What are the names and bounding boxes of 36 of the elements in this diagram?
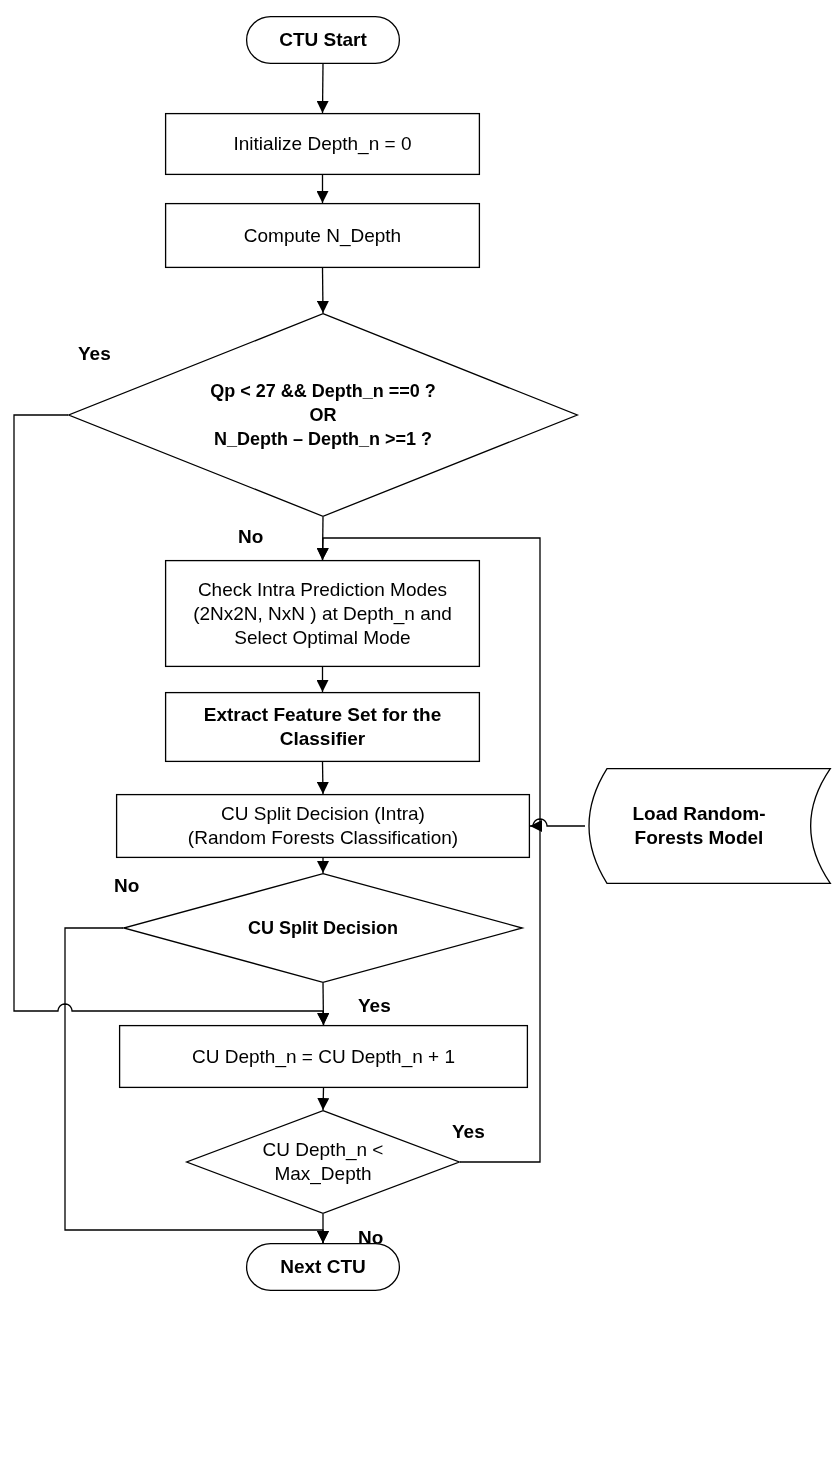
node-text: Check Intra Prediction Modes (2Nx2N, NxN ) at Depth_n and Select Optimal Mode [192,577,453,650]
process-box [165,203,480,268]
arrow [316,174,329,204]
node-text: Compute N_Depth [243,223,402,248]
node-text: Initialize Depth_n = 0 [233,132,412,156]
node-text: CU Split Decision (Intra) [221,802,425,826]
node-text: Next CTU [280,1255,366,1279]
node-text: N_Depth – Depth_n >=1 ? [213,428,433,451]
node-text: Qp < 27 && Depth_n ==0 ? [210,380,436,403]
process-box [119,1025,528,1088]
node-text: Extract Feature Set for the Classifier [202,703,443,751]
arrow [529,818,586,832]
node-text: CTU Start [279,28,367,52]
arrow [317,982,330,1026]
arrow [317,1213,329,1244]
arrow [316,267,329,314]
node-text: Load Random-Forests Model [631,802,767,850]
node-text: CU Split Decision [248,917,398,940]
node-text: OR [309,404,337,427]
process-box [165,113,480,175]
terminal-pill [246,16,400,64]
decision-diamond [68,313,578,517]
node-text: CU Depth_n = CU Depth_n + 1 [192,1044,455,1069]
node-text: (Random Forests Classification) [187,826,459,850]
process-box [165,692,480,762]
arrow [316,666,329,693]
arrow [316,761,329,795]
node-text: CU Depth_n < Max_Depth [261,1138,385,1186]
stored-data-shape [585,768,831,884]
process-box [165,560,480,667]
arrow [317,1087,330,1111]
arrow [316,537,541,1163]
arrow [317,857,329,874]
terminal-pill [246,1243,400,1291]
process-box [116,794,530,858]
arrow [316,63,329,114]
